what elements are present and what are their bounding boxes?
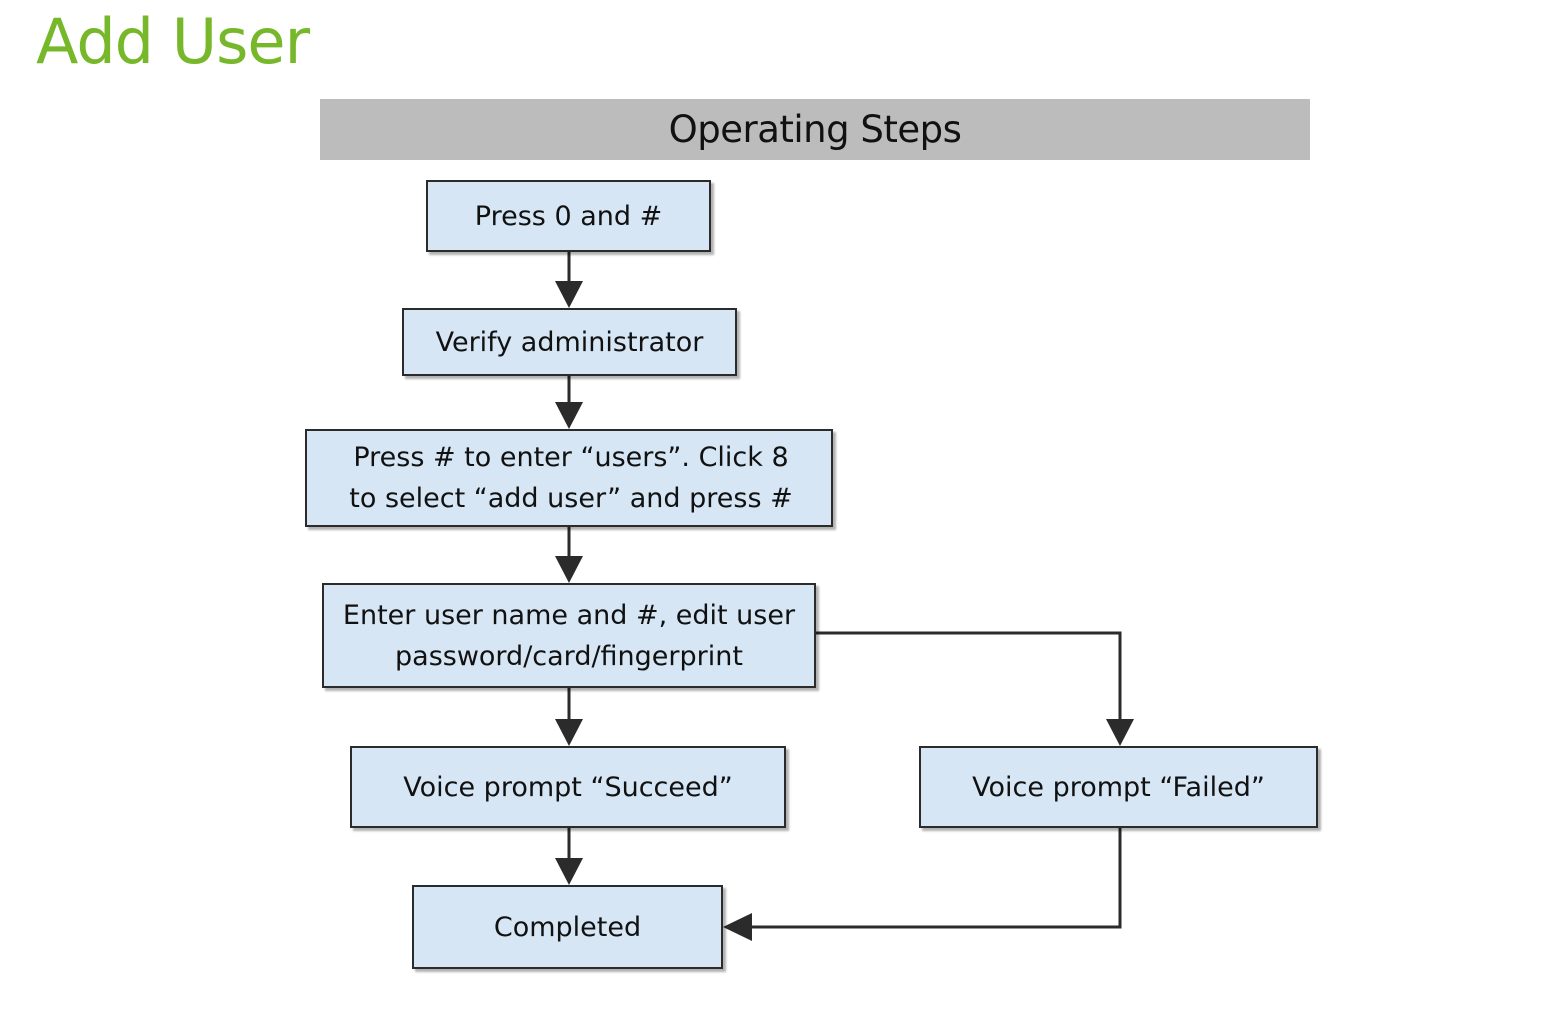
arrow-failed-to-completed: [749, 828, 1122, 929]
arrowhead-users: [555, 402, 583, 429]
arrowhead-completed: [555, 858, 583, 885]
step-enter-user-name: Enter user name and #, edit user passwor…: [322, 583, 816, 688]
step-verify-administrator: Verify administrator: [402, 308, 737, 376]
step-completed: Completed: [412, 885, 723, 969]
step-press-0: Press 0 and #: [426, 180, 711, 252]
arrowhead-completed-from-failed: [723, 913, 752, 941]
arrow-enter-to-failed: [816, 631, 1122, 722]
arrowhead-succeed: [555, 719, 583, 746]
step-enter-users: Press # to enter “users”. Click 8 to sel…: [305, 429, 833, 527]
page-title: Add User: [36, 5, 310, 78]
arrowhead-failed: [1106, 719, 1134, 746]
operating-steps-header: Operating Steps: [320, 99, 1310, 160]
arrowhead-verify: [555, 281, 583, 308]
step-voice-succeed: Voice prompt “Succeed”: [350, 746, 786, 828]
step-voice-failed: Voice prompt “Failed”: [919, 746, 1318, 828]
arrowhead-enter: [555, 556, 583, 583]
